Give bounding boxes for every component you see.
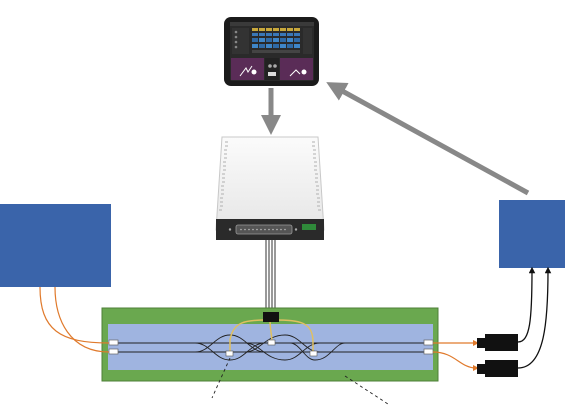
output-fibers [432, 340, 479, 371]
photonic-chip [101, 307, 439, 382]
tablet-right-panel [280, 58, 313, 80]
waveguides [118, 334, 425, 361]
laser-source-box [0, 204, 111, 287]
callout-line-left [211, 357, 231, 399]
callout-line-right [344, 375, 389, 405]
photodetector-2 [485, 360, 518, 377]
heater-pad-2 [267, 339, 276, 346]
detector-to-tablet-arrow [326, 82, 530, 196]
photodetector-icon [477, 334, 518, 377]
callout-lines [211, 357, 389, 405]
tablet-pad-grid [252, 28, 300, 53]
tablet-icon [224, 17, 319, 86]
heater-pad-1 [225, 350, 234, 357]
arrow-icon [261, 82, 530, 196]
tablet-left-panel [231, 58, 264, 80]
input-coupler-1 [108, 339, 119, 346]
driver-chip-cable [265, 240, 276, 312]
driver-unit-icon [215, 136, 325, 240]
photodetector-1 [485, 334, 518, 351]
input-fibers [39, 286, 110, 353]
chip-connector [263, 312, 279, 322]
input-coupler-2 [108, 348, 119, 355]
output-coupler-2 [423, 348, 434, 355]
detector-cables [517, 266, 552, 369]
output-coupler-1 [423, 339, 434, 346]
detector-box [499, 200, 565, 268]
driver-status-led [302, 224, 316, 230]
driver-connector [235, 224, 293, 235]
heater-pad-3 [309, 350, 318, 357]
